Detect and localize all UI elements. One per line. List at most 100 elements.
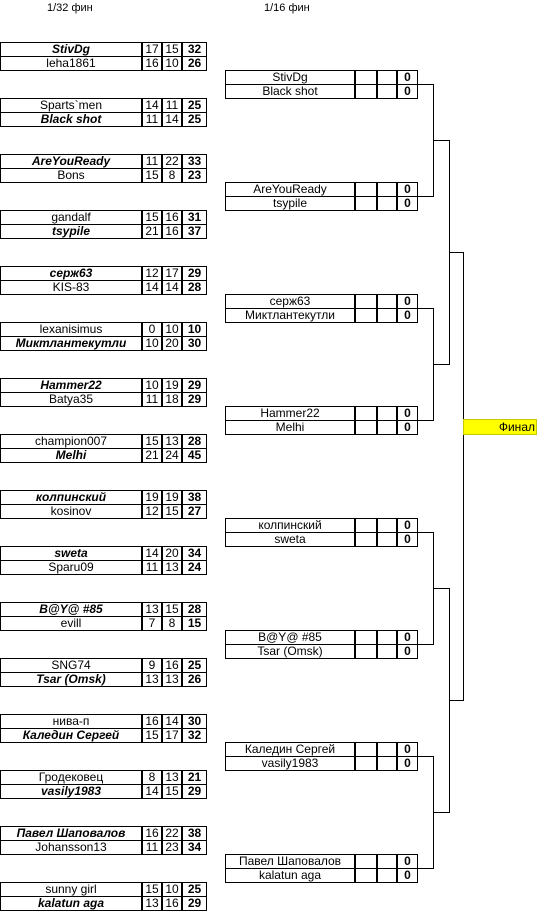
score-game2: 10 (162, 322, 182, 337)
score-total: 15 (182, 616, 207, 631)
score-game2: 16 (162, 224, 182, 239)
score-game1 (355, 196, 377, 211)
score-game2 (377, 294, 397, 309)
player-name: Tsar (Omsk) (0, 672, 142, 687)
score-game2: 16 (162, 210, 182, 225)
score-game1: 21 (142, 448, 162, 463)
score-game1: 11 (142, 840, 162, 855)
score-total: 0 (397, 294, 418, 309)
score-total: 29 (182, 784, 207, 799)
bracket-line (418, 532, 433, 533)
player-name: Melhi (0, 448, 142, 463)
score-game1: 0 (142, 322, 162, 337)
score-game2 (377, 70, 397, 85)
score-total: 45 (182, 448, 207, 463)
player-name: B@Y@ #85 (0, 602, 142, 617)
player-name: серж63 (225, 294, 355, 309)
score-game1: 15 (142, 728, 162, 743)
score-total: 24 (182, 560, 207, 575)
player-name: KIS-83 (0, 280, 142, 295)
score-game1: 11 (142, 560, 162, 575)
score-game1: 11 (142, 112, 162, 127)
bracket-line (418, 84, 433, 85)
score-game1: 15 (142, 434, 162, 449)
score-game1: 15 (142, 210, 162, 225)
score-total: 26 (182, 672, 207, 687)
score-game2: 20 (162, 546, 182, 561)
bracket-line (449, 700, 463, 701)
player-name: vasily1983 (0, 784, 142, 799)
score-game2 (377, 532, 397, 547)
score-total: 29 (182, 392, 207, 407)
player-name: AreYouReady (225, 182, 355, 197)
score-total: 0 (397, 532, 418, 547)
bracket-line (433, 588, 449, 589)
player-name: колпинский (225, 518, 355, 533)
score-game2: 13 (162, 560, 182, 575)
player-name: Миктлантекутли (0, 336, 142, 351)
score-total: 0 (397, 420, 418, 435)
score-game1: 14 (142, 546, 162, 561)
player-name: StivDg (225, 70, 355, 85)
score-total: 0 (397, 70, 418, 85)
player-name: tsypile (225, 196, 355, 211)
score-game2: 22 (162, 154, 182, 169)
score-total: 37 (182, 224, 207, 239)
score-game2: 15 (162, 42, 182, 57)
player-name: Павел Шаповалов (0, 826, 142, 841)
player-name: Bons (0, 168, 142, 183)
score-total: 30 (182, 336, 207, 351)
bracket-line (418, 420, 433, 421)
bracket-line (418, 196, 433, 197)
final-label: Финал (463, 419, 537, 435)
round2-header: 1/16 фин (264, 2, 310, 14)
score-game1 (355, 868, 377, 883)
score-total: 0 (397, 308, 418, 323)
score-game1 (355, 182, 377, 197)
score-total: 0 (397, 196, 418, 211)
score-game2 (377, 756, 397, 771)
score-game1: 15 (142, 168, 162, 183)
player-name: Black shot (0, 112, 142, 127)
score-game1 (355, 644, 377, 659)
score-game1: 14 (142, 784, 162, 799)
player-name: gandalf (0, 210, 142, 225)
score-game2 (377, 420, 397, 435)
score-game2: 17 (162, 728, 182, 743)
score-game1: 11 (142, 154, 162, 169)
score-total: 28 (182, 280, 207, 295)
score-game2: 17 (162, 266, 182, 281)
score-game2: 24 (162, 448, 182, 463)
score-total: 28 (182, 434, 207, 449)
score-game2: 16 (162, 896, 182, 911)
score-game2: 14 (162, 112, 182, 127)
score-game2: 19 (162, 378, 182, 393)
player-name: StivDg (0, 42, 142, 57)
score-game2: 8 (162, 168, 182, 183)
score-total: 0 (397, 182, 418, 197)
score-total: 25 (182, 98, 207, 113)
score-game2: 23 (162, 840, 182, 855)
player-name: AreYouReady (0, 154, 142, 169)
player-name: kalatun aga (225, 868, 355, 883)
player-name: sunny girl (0, 882, 142, 897)
score-game1: 7 (142, 616, 162, 631)
score-game2: 13 (162, 434, 182, 449)
player-name: sweta (225, 532, 355, 547)
bracket-line (433, 812, 449, 813)
score-total: 29 (182, 266, 207, 281)
player-name: Hammer22 (0, 378, 142, 393)
score-game1 (355, 308, 377, 323)
player-name: Гродековец (0, 770, 142, 785)
score-game2 (377, 644, 397, 659)
score-total: 25 (182, 658, 207, 673)
score-total: 0 (397, 854, 418, 869)
score-game2 (377, 182, 397, 197)
player-name: lexanisimus (0, 322, 142, 337)
score-game2: 19 (162, 490, 182, 505)
player-name: Sparu09 (0, 560, 142, 575)
score-game2: 10 (162, 882, 182, 897)
bracket-line (449, 252, 463, 253)
score-total: 25 (182, 882, 207, 897)
score-total: 0 (397, 630, 418, 645)
